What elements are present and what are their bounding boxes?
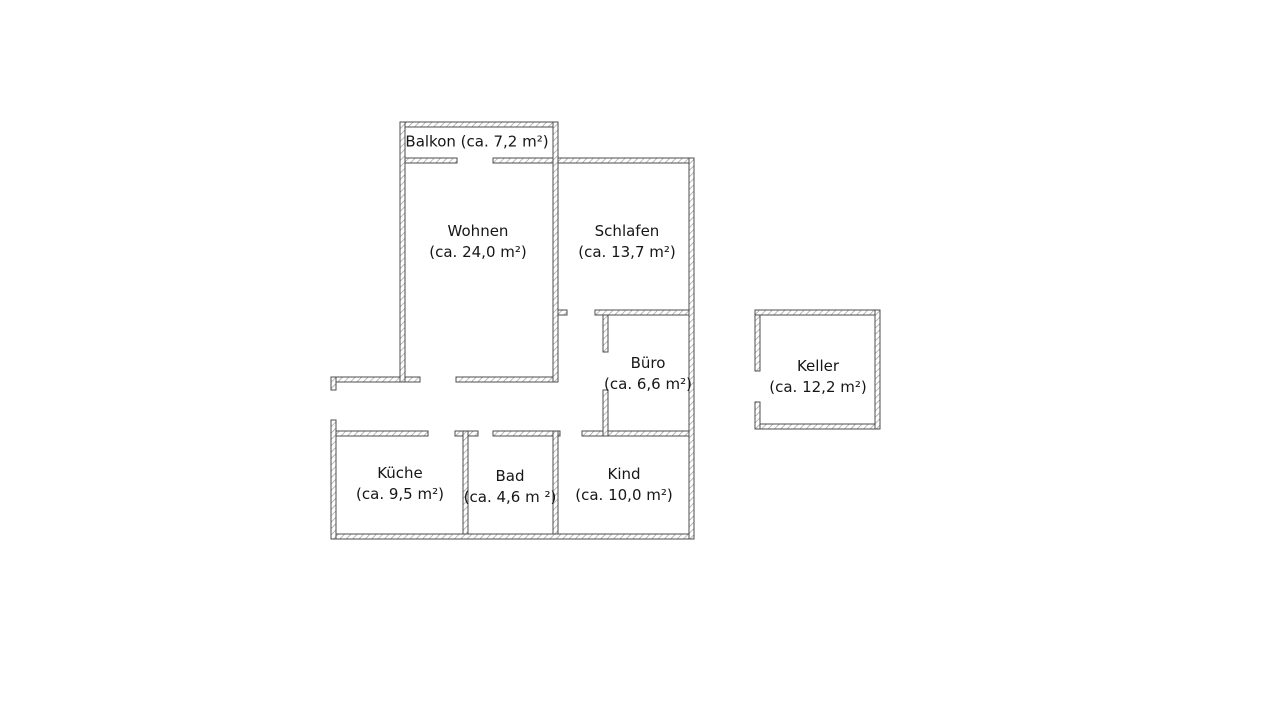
- room-label-kueche: Küche (ca. 9,5 m²): [356, 463, 444, 505]
- room-name-buero: Büro: [630, 354, 666, 372]
- wall-entry-stub: [330, 376, 337, 391]
- room-area-keller: (ca. 12,2 m²): [769, 378, 867, 396]
- wall-right-outer: [688, 157, 695, 540]
- wall-buero-left-upper: [602, 314, 609, 353]
- room-name-keller: Keller: [796, 357, 840, 375]
- wall-balkon-top: [399, 121, 559, 128]
- room-area-wohnen: (ca. 24,0 m²): [429, 243, 527, 261]
- wall-bad-kind-divider: [552, 430, 559, 535]
- wall-wohnen-schlafen-divider: [552, 121, 559, 383]
- wall-left-outer-upper: [399, 121, 406, 383]
- room-area-kind: (ca. 10,0 m²): [575, 486, 673, 504]
- wall-bad-top: [492, 430, 561, 437]
- wall-schlafen-buero-divider: [594, 309, 695, 316]
- wall-left-outer-lower: [330, 419, 337, 540]
- room-area-bad: (ca. 4,6 m ²): [463, 488, 557, 506]
- wall-top-outer: [492, 157, 695, 164]
- room-label-bad: Bad (ca. 4,6 m ²): [464, 466, 557, 508]
- room-label-buero: Büro (ca. 6,6 m²): [604, 353, 692, 395]
- room-area-buero: (ca. 6,6 m²): [604, 375, 692, 393]
- room-area-kueche: (ca. 9,5 m²): [356, 485, 444, 503]
- wall-keller-left-lower: [754, 401, 761, 430]
- wall-keller-right: [874, 309, 881, 430]
- wall-keller-top: [754, 309, 881, 316]
- room-name-bad: Bad: [495, 467, 525, 485]
- wall-kueche-top: [335, 430, 429, 437]
- room-name-wohnen: Wohnen: [447, 222, 509, 240]
- wall-buero-left-lower: [602, 389, 609, 437]
- wall-hallway-top-left: [330, 376, 421, 383]
- room-name-kueche: Küche: [377, 464, 423, 482]
- room-name-schlafen: Schlafen: [594, 222, 660, 240]
- room-name-kind: Kind: [607, 465, 641, 483]
- wall-wohnen-bottom: [455, 376, 559, 383]
- room-label-balkon: Balkon (ca. 7,2 m²): [405, 132, 549, 151]
- room-label-schlafen: Schlafen (ca. 13,7 m²): [578, 221, 675, 263]
- wall-bottom-outer: [330, 533, 695, 540]
- wall-keller-bottom: [754, 423, 881, 430]
- wall-balkon-bottom-left: [399, 157, 458, 164]
- wall-kind-top: [581, 430, 695, 437]
- wall-keller-left-upper: [754, 314, 761, 372]
- room-area-schlafen: (ca. 13,7 m²): [578, 243, 676, 261]
- wall-kueche-bad-divider: [462, 430, 469, 535]
- room-label-keller: Keller (ca. 12,2 m²): [769, 356, 866, 398]
- room-label-wohnen: Wohnen (ca. 24,0 m²): [429, 221, 526, 263]
- room-label-kind: Kind (ca. 10,0 m²): [575, 464, 672, 506]
